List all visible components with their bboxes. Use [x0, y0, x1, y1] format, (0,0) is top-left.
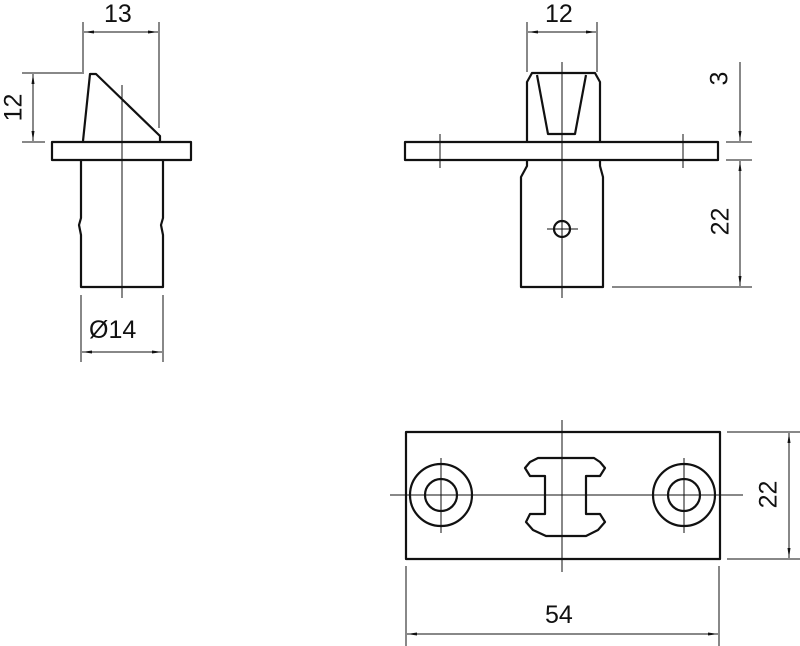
dim-label-front-plate: 3 [705, 71, 734, 86]
top-view [390, 420, 800, 646]
latch-tip-outline [81, 72, 162, 142]
latch-body-side [77, 160, 165, 289]
dim-label-top-height: 22 [754, 480, 783, 509]
dim-label-front-width: 12 [545, 0, 573, 28]
front-view [403, 22, 752, 298]
dim-label-top-length: 54 [545, 601, 573, 629]
dim-label-side-width: 13 [104, 0, 132, 28]
dim-label-side-height: 12 [0, 93, 28, 122]
latch-cap-front [525, 71, 602, 142]
latch-slot [523, 456, 607, 538]
dim-label-side-diameter: Ø14 [89, 316, 137, 344]
side-view [22, 22, 193, 362]
dim-label-front-body: 22 [706, 207, 735, 236]
